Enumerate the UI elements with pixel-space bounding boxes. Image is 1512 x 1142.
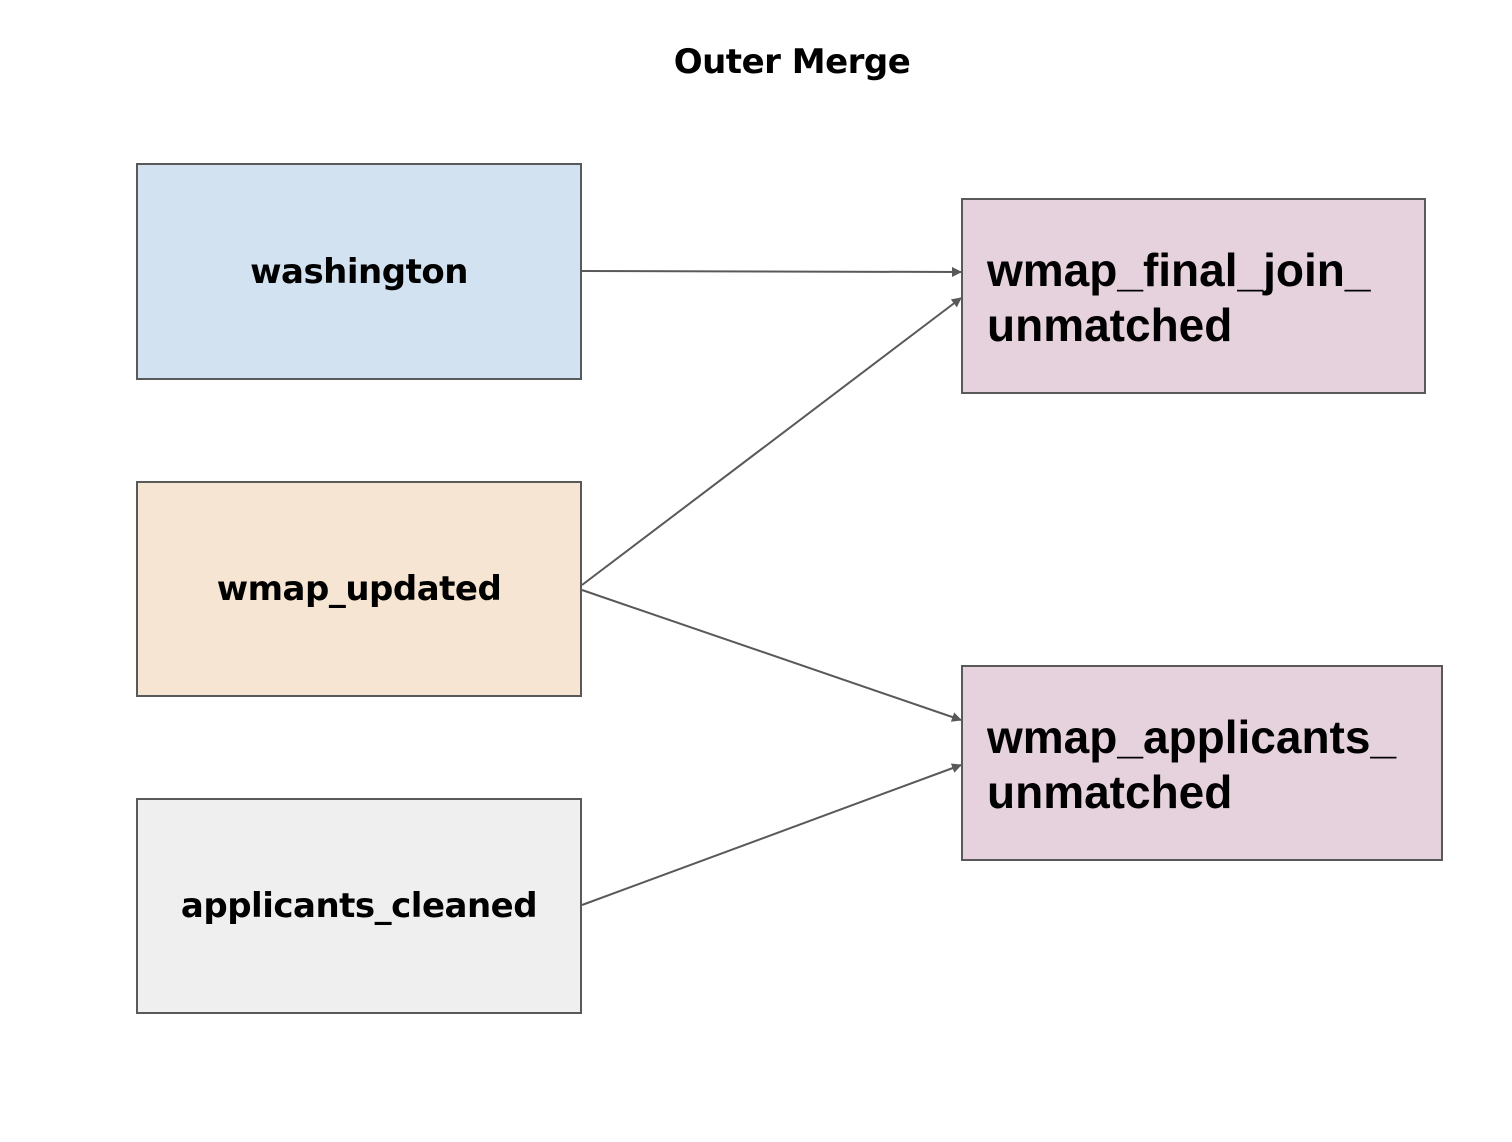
edge-arrow-wmap-updated-to-wmap-final-join-unmatched	[581, 297, 962, 586]
node-applicants-cleaned-label: applicants_cleaned	[180, 886, 538, 926]
node-wmap-updated: wmap_updated	[136, 481, 582, 697]
node-wmap-applicants-unmatched: wmap_applicants_ unmatched	[961, 665, 1443, 861]
diagram-title: Outer Merge	[673, 42, 911, 82]
node-label-line: unmatched	[987, 766, 1233, 818]
node-applicants-cleaned: applicants_cleaned	[136, 798, 582, 1014]
edge-arrow-applicants-cleaned-to-wmap-applicants-unmatched	[581, 763, 962, 906]
node-wmap-final-join-unmatched-label: wmap_final_join_ unmatched	[987, 243, 1370, 353]
edge-arrow-wmap-updated-to-wmap-applicants-unmatched	[581, 589, 962, 722]
node-wmap-updated-label: wmap_updated	[216, 569, 502, 609]
node-washington-label: washington	[250, 251, 468, 292]
node-washington: washington	[136, 163, 582, 380]
edge-arrow-washington-to-wmap-final-join-unmatched	[581, 266, 962, 277]
node-label-line: wmap_applicants_	[987, 711, 1397, 763]
node-wmap-applicants-unmatched-label: wmap_applicants_ unmatched	[987, 710, 1396, 820]
node-label-line: wmap_final_join_	[987, 244, 1371, 296]
node-wmap-final-join-unmatched: wmap_final_join_ unmatched	[961, 198, 1426, 394]
node-label-line: unmatched	[987, 299, 1233, 351]
